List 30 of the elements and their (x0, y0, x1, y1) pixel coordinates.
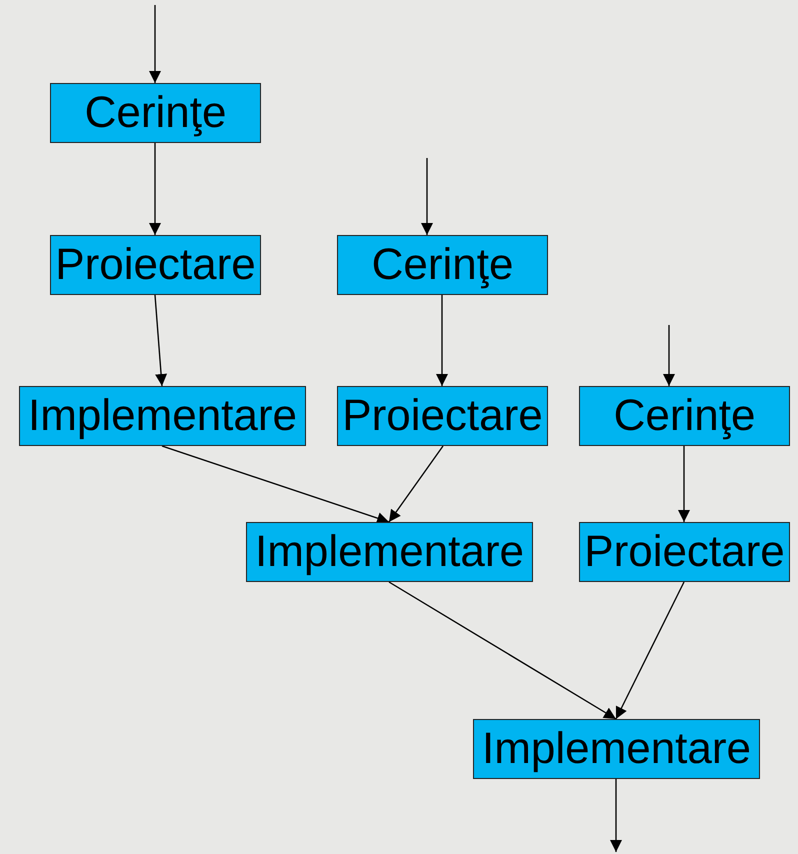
arrow (663, 325, 675, 386)
process-box (579, 386, 790, 446)
box-label: Proiectare (342, 394, 543, 438)
box-label: Implementare (28, 394, 297, 438)
arrow (154, 294, 168, 386)
process-box (337, 235, 548, 295)
arrow (149, 143, 161, 235)
box-label: Implementare (482, 727, 751, 771)
box-label: Implementare (254, 530, 524, 574)
box-label: Proiectare (584, 530, 785, 574)
arrow (436, 295, 448, 386)
arrow (421, 158, 433, 235)
process-box (337, 386, 548, 446)
arrow (615, 582, 685, 720)
arrow (388, 446, 444, 522)
box-label: Cerinţe (614, 394, 756, 438)
process-box (246, 522, 533, 582)
box-label: Cerinţe (372, 243, 514, 287)
process-box (50, 235, 261, 295)
arrow (162, 445, 390, 524)
process-box (19, 386, 306, 446)
arrow (388, 581, 616, 720)
arrow (610, 779, 622, 852)
box-label: Proiectare (55, 243, 256, 287)
arrow (149, 5, 161, 83)
process-box (579, 522, 790, 582)
process-box (50, 83, 261, 143)
box-label: Cerinţe (84, 91, 226, 135)
process-box (473, 719, 760, 779)
arrow (678, 446, 690, 522)
